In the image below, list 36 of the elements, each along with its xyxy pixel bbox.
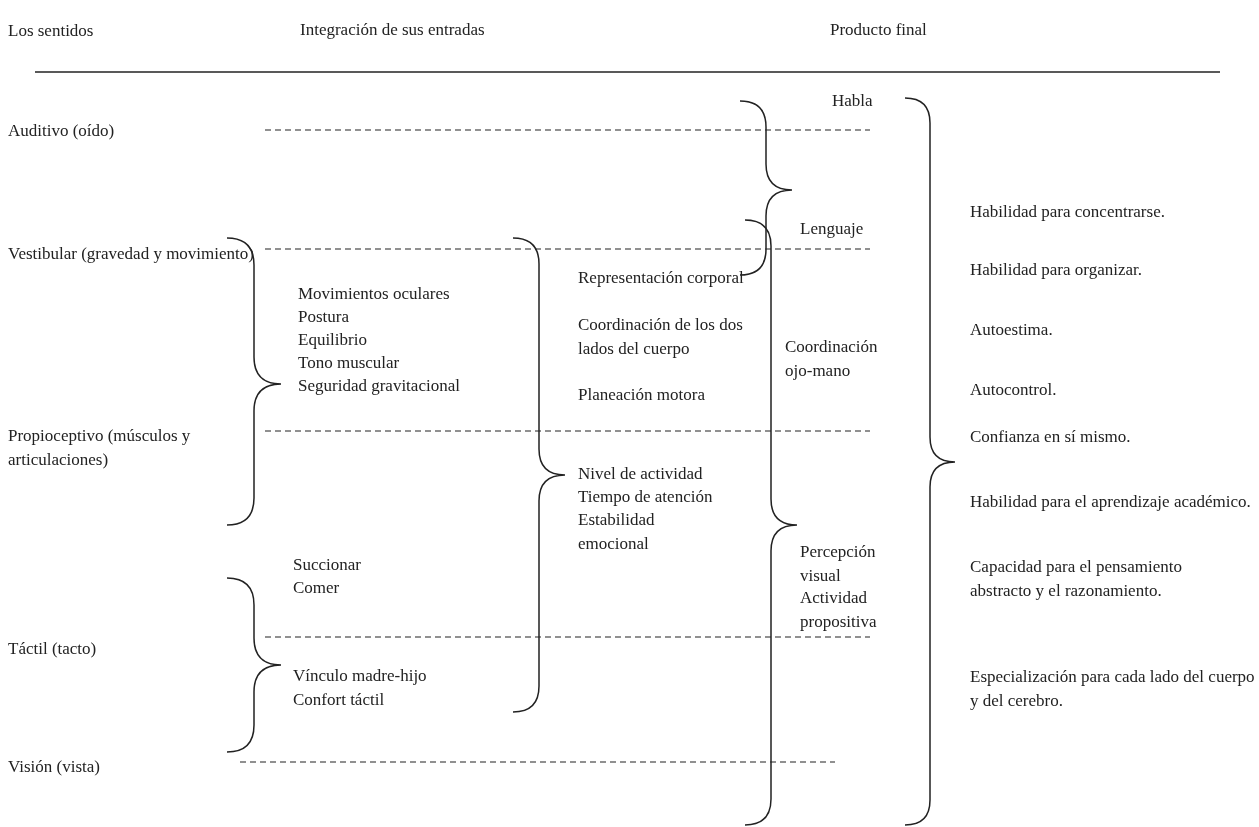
label-text: Auditivo (oído): [8, 120, 115, 142]
label-text: Autoestima.: [970, 319, 1053, 341]
label-text: Actividad propositiva: [800, 587, 878, 633]
label-text: Habilidad para organizar.: [970, 259, 1142, 281]
label-text: Propioceptivo (músculos y articulaciones): [8, 425, 192, 471]
label-text: Equilibrio: [298, 329, 367, 351]
label-text: Confort táctil: [293, 689, 385, 711]
label-text: Producto final: [830, 19, 927, 41]
label-text: Especialización para cada lado del cuerpo y del cerebro.: [970, 666, 1256, 712]
label-text: Lenguaje: [800, 218, 864, 240]
label-text: Habilidad para concentrarse.: [970, 201, 1165, 223]
label-text: Habla: [832, 90, 873, 112]
label-text: Planeación motora: [578, 384, 705, 406]
label-text: Tono muscular: [298, 352, 400, 374]
label-text: Confianza en sí mismo.: [970, 426, 1131, 448]
label-text: Autocontrol.: [970, 379, 1057, 401]
label-text: Integración de sus entradas: [300, 19, 485, 41]
label-text: Representación corporal: [578, 267, 745, 289]
label-text: Vínculo madre-hijo: [293, 665, 427, 687]
label-text: Percepción visual: [800, 541, 877, 587]
label-text: Comer: [293, 577, 340, 599]
label-text: Capacidad para el pensamiento abstracto y el razonamiento.: [970, 556, 1183, 602]
label-text: Estabilidad emocional: [578, 509, 656, 555]
label-text: Coordinación ojo-mano: [785, 336, 879, 382]
label-text: Succionar: [293, 554, 361, 576]
label-text: Coordinación de los dos lados del cuerpo: [578, 314, 744, 360]
label-text: Visión (vista): [8, 756, 100, 778]
label-text: Los sentidos: [8, 20, 94, 42]
label-text: Táctil (tacto): [8, 638, 97, 660]
label-text: Habilidad para el aprendizaje académico.: [970, 491, 1252, 513]
label-text: Nivel de actividad: [578, 463, 703, 485]
label-text: Seguridad gravitacional: [298, 375, 460, 397]
label-text: Tiempo de atención: [578, 486, 713, 508]
label-text: Movimientos oculares: [298, 283, 450, 305]
label-text: Postura: [298, 306, 349, 328]
label-text: Vestibular (gravedad y movimiento): [8, 243, 255, 265]
